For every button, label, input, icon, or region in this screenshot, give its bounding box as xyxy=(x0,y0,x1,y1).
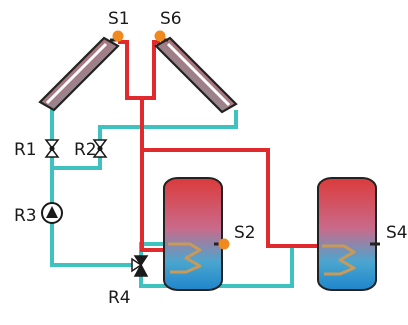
collector-right xyxy=(154,36,238,114)
label-s6: S6 xyxy=(160,9,182,29)
heat-exchanger-coil-1 xyxy=(168,242,202,274)
label-s4: S4 xyxy=(386,223,408,243)
heat-exchanger-coil-2 xyxy=(322,244,356,276)
valve-r1[interactable] xyxy=(44,139,60,158)
sensor-s1 xyxy=(110,30,124,42)
sensor-s6 xyxy=(154,30,168,42)
label-s2: S2 xyxy=(234,223,256,243)
label-r3: R3 xyxy=(14,206,37,226)
collector-left xyxy=(38,36,120,112)
label-r4: R4 xyxy=(108,288,131,308)
storage-tank-2 xyxy=(317,177,377,291)
label-r2: R2 xyxy=(74,140,97,160)
three-way-valve-r4[interactable] xyxy=(131,255,149,277)
storage-tank-1 xyxy=(163,177,223,291)
hot-pipe-flow xyxy=(140,98,322,248)
cold-pipe-right-collector xyxy=(98,110,238,140)
label-r1: R1 xyxy=(14,140,37,160)
hot-pipe-manifold xyxy=(118,40,160,100)
valve-r2[interactable] xyxy=(92,139,108,158)
label-s1: S1 xyxy=(108,9,130,29)
cold-pipe-pump-to-r4 xyxy=(50,223,132,267)
sensor-s2 xyxy=(214,238,230,250)
pump-r3[interactable] xyxy=(41,202,63,224)
cold-pipe-main-return xyxy=(50,157,102,203)
